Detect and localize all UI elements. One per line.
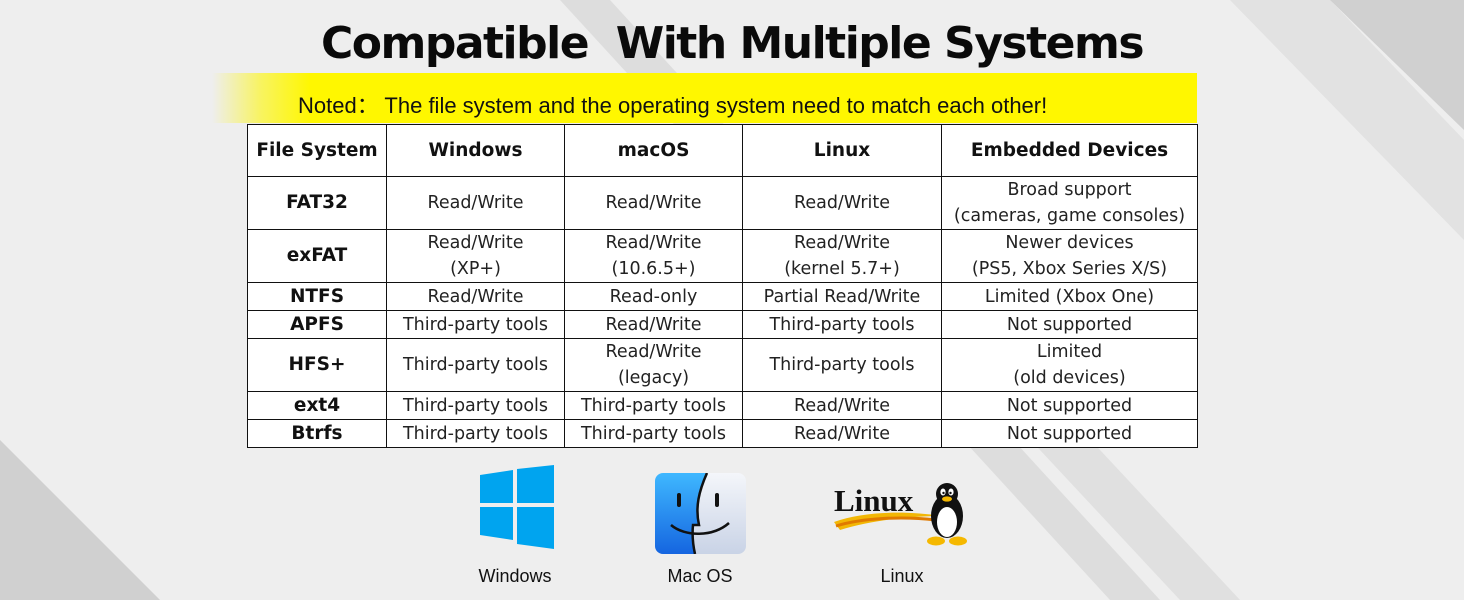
cell-line: Not supported: [1006, 395, 1133, 416]
table-cell: Read/Write (kernel 5.7+): [742, 229, 942, 283]
cell-line: Not supported: [1006, 423, 1133, 444]
table-cell: Read/Write: [742, 391, 942, 420]
file-system-name: exFAT: [247, 229, 387, 283]
column-header: Embedded Devices: [941, 124, 1198, 177]
cell-line: Read/Write: [605, 193, 702, 213]
cell-line: Limited (Xbox One): [984, 286, 1155, 307]
cell-line: Not supported: [1006, 314, 1133, 335]
cell-line: Third-party tools: [580, 423, 727, 444]
table-row: HFS+ Third-party tools Read/Write (legacy…: [247, 338, 1198, 392]
cell-line: (legacy): [617, 368, 690, 388]
cell-line: Read/Write: [605, 314, 702, 335]
cell-line: Third-party tools: [769, 314, 915, 335]
table-cell: Not supported: [941, 391, 1198, 420]
column-header: Linux: [742, 124, 942, 177]
cell-line: Read/Write: [427, 286, 524, 307]
page-title: Compatible With Multiple Systems: [320, 18, 1145, 69]
table-cell: Third-party tools: [564, 391, 743, 420]
windows-logo-icon: [480, 465, 554, 549]
cell-line: Third-party tools: [402, 314, 549, 335]
table-cell: Not supported: [941, 419, 1198, 448]
cell-line: (cameras, game consoles): [953, 206, 1186, 226]
table-cell: Read/Write (10.6.5+): [564, 229, 743, 283]
table-header-row: File System Windows macOS Linux Embedded…: [247, 124, 1198, 177]
cell-line: (XP+): [450, 259, 501, 279]
note-highlight-bar: [212, 73, 1197, 123]
linux-tux-icon: Linux: [834, 483, 967, 546]
cell-line: (PS5, Xbox Series X/S): [971, 259, 1168, 279]
mac-logo-label: Mac OS: [667, 566, 733, 586]
table-row: NTFS Read/Write Read-only Partial Read/W…: [247, 282, 1198, 311]
cell-line: Third-party tools: [402, 395, 549, 416]
cell-line: (10.6.5+): [611, 259, 696, 279]
cell-line: Third-party tools: [769, 355, 915, 375]
cell-line: Third-party tools: [402, 423, 549, 444]
cell-line: Newer devices: [1005, 233, 1134, 253]
cell-line: Third-party tools: [580, 395, 727, 416]
table-cell: Not supported: [941, 310, 1198, 339]
table-cell: Third-party tools: [386, 391, 565, 420]
table-cell: Newer devices (PS5, Xbox Series X/S): [941, 229, 1198, 283]
mac-finder-icon: [655, 473, 746, 554]
table-cell: Third-party tools: [564, 419, 743, 448]
cell-line: Read/Write: [605, 342, 702, 362]
windows-logo-label: Windows: [478, 566, 552, 586]
table-row: exFAT Read/Write (XP+) Read/Write (10.6.5+…: [247, 229, 1198, 283]
table-cell: Read/Write: [742, 176, 942, 230]
table-row: APFS Third-party tools Read/Write Third-…: [247, 310, 1198, 339]
linux-wordmark: Linux: [834, 483, 914, 518]
cell-line: Read/Write: [427, 193, 524, 213]
file-system-name: FAT32: [247, 176, 387, 230]
column-header: File System: [247, 124, 387, 177]
table-cell: Partial Read/Write: [742, 282, 942, 311]
linux-logo-label: Linux: [880, 566, 924, 586]
table-cell: Read/Write (legacy): [564, 338, 743, 392]
cell-line: (kernel 5.7+): [784, 259, 900, 279]
table-row: ext4 Third-party tools Third-party tools…: [247, 391, 1198, 420]
file-system-name: Btrfs: [247, 419, 387, 448]
file-system-name: NTFS: [247, 282, 387, 311]
table-cell: Read/Write: [386, 282, 565, 311]
table-cell: Read/Write: [742, 419, 942, 448]
table-cell: Limited (old devices): [941, 338, 1198, 392]
table-cell: Broad support (cameras, game consoles): [941, 176, 1198, 230]
table-row: FAT32 Read/Write Read/Write Read/Write B…: [247, 176, 1198, 230]
cell-line: Read/Write: [793, 423, 891, 444]
cell-line: Read/Write: [605, 233, 702, 253]
cell-line: Read/Write: [793, 233, 891, 253]
cell-line: Read/Write: [427, 233, 524, 253]
file-system-name: APFS: [247, 310, 387, 339]
table-cell: Third-party tools: [742, 338, 942, 392]
cell-line: Limited: [1036, 342, 1103, 362]
table-cell: Read-only: [564, 282, 743, 311]
table-cell: Third-party tools: [742, 310, 942, 339]
table-cell: Limited (Xbox One): [941, 282, 1198, 311]
cell-line: Read/Write: [793, 395, 891, 416]
file-system-name: ext4: [247, 391, 387, 420]
table-cell: Third-party tools: [386, 419, 565, 448]
column-header: macOS: [564, 124, 743, 177]
table-row: Btrfs Third-party tools Third-party tool…: [247, 419, 1198, 448]
table-cell: Read/Write (XP+): [386, 229, 565, 283]
cell-line: Partial Read/Write: [763, 286, 921, 307]
file-system-table: File System Windows macOS Linux Embedded…: [247, 124, 1198, 448]
cell-line: Broad support: [1007, 180, 1132, 200]
table-cell: Third-party tools: [386, 310, 565, 339]
cell-line: Read-only: [609, 286, 698, 307]
table-cell: Third-party tools: [386, 338, 565, 392]
table-cell: Read/Write: [564, 310, 743, 339]
cell-line: Read/Write: [793, 193, 891, 213]
file-system-name: HFS+: [247, 338, 387, 392]
cell-line: (old devices): [1013, 368, 1126, 388]
column-header: Windows: [386, 124, 565, 177]
compatibility-note: Noted： The file system and the operating…: [298, 93, 1048, 118]
table-cell: Read/Write: [386, 176, 565, 230]
cell-line: Third-party tools: [402, 355, 549, 375]
table-cell: Read/Write: [564, 176, 743, 230]
